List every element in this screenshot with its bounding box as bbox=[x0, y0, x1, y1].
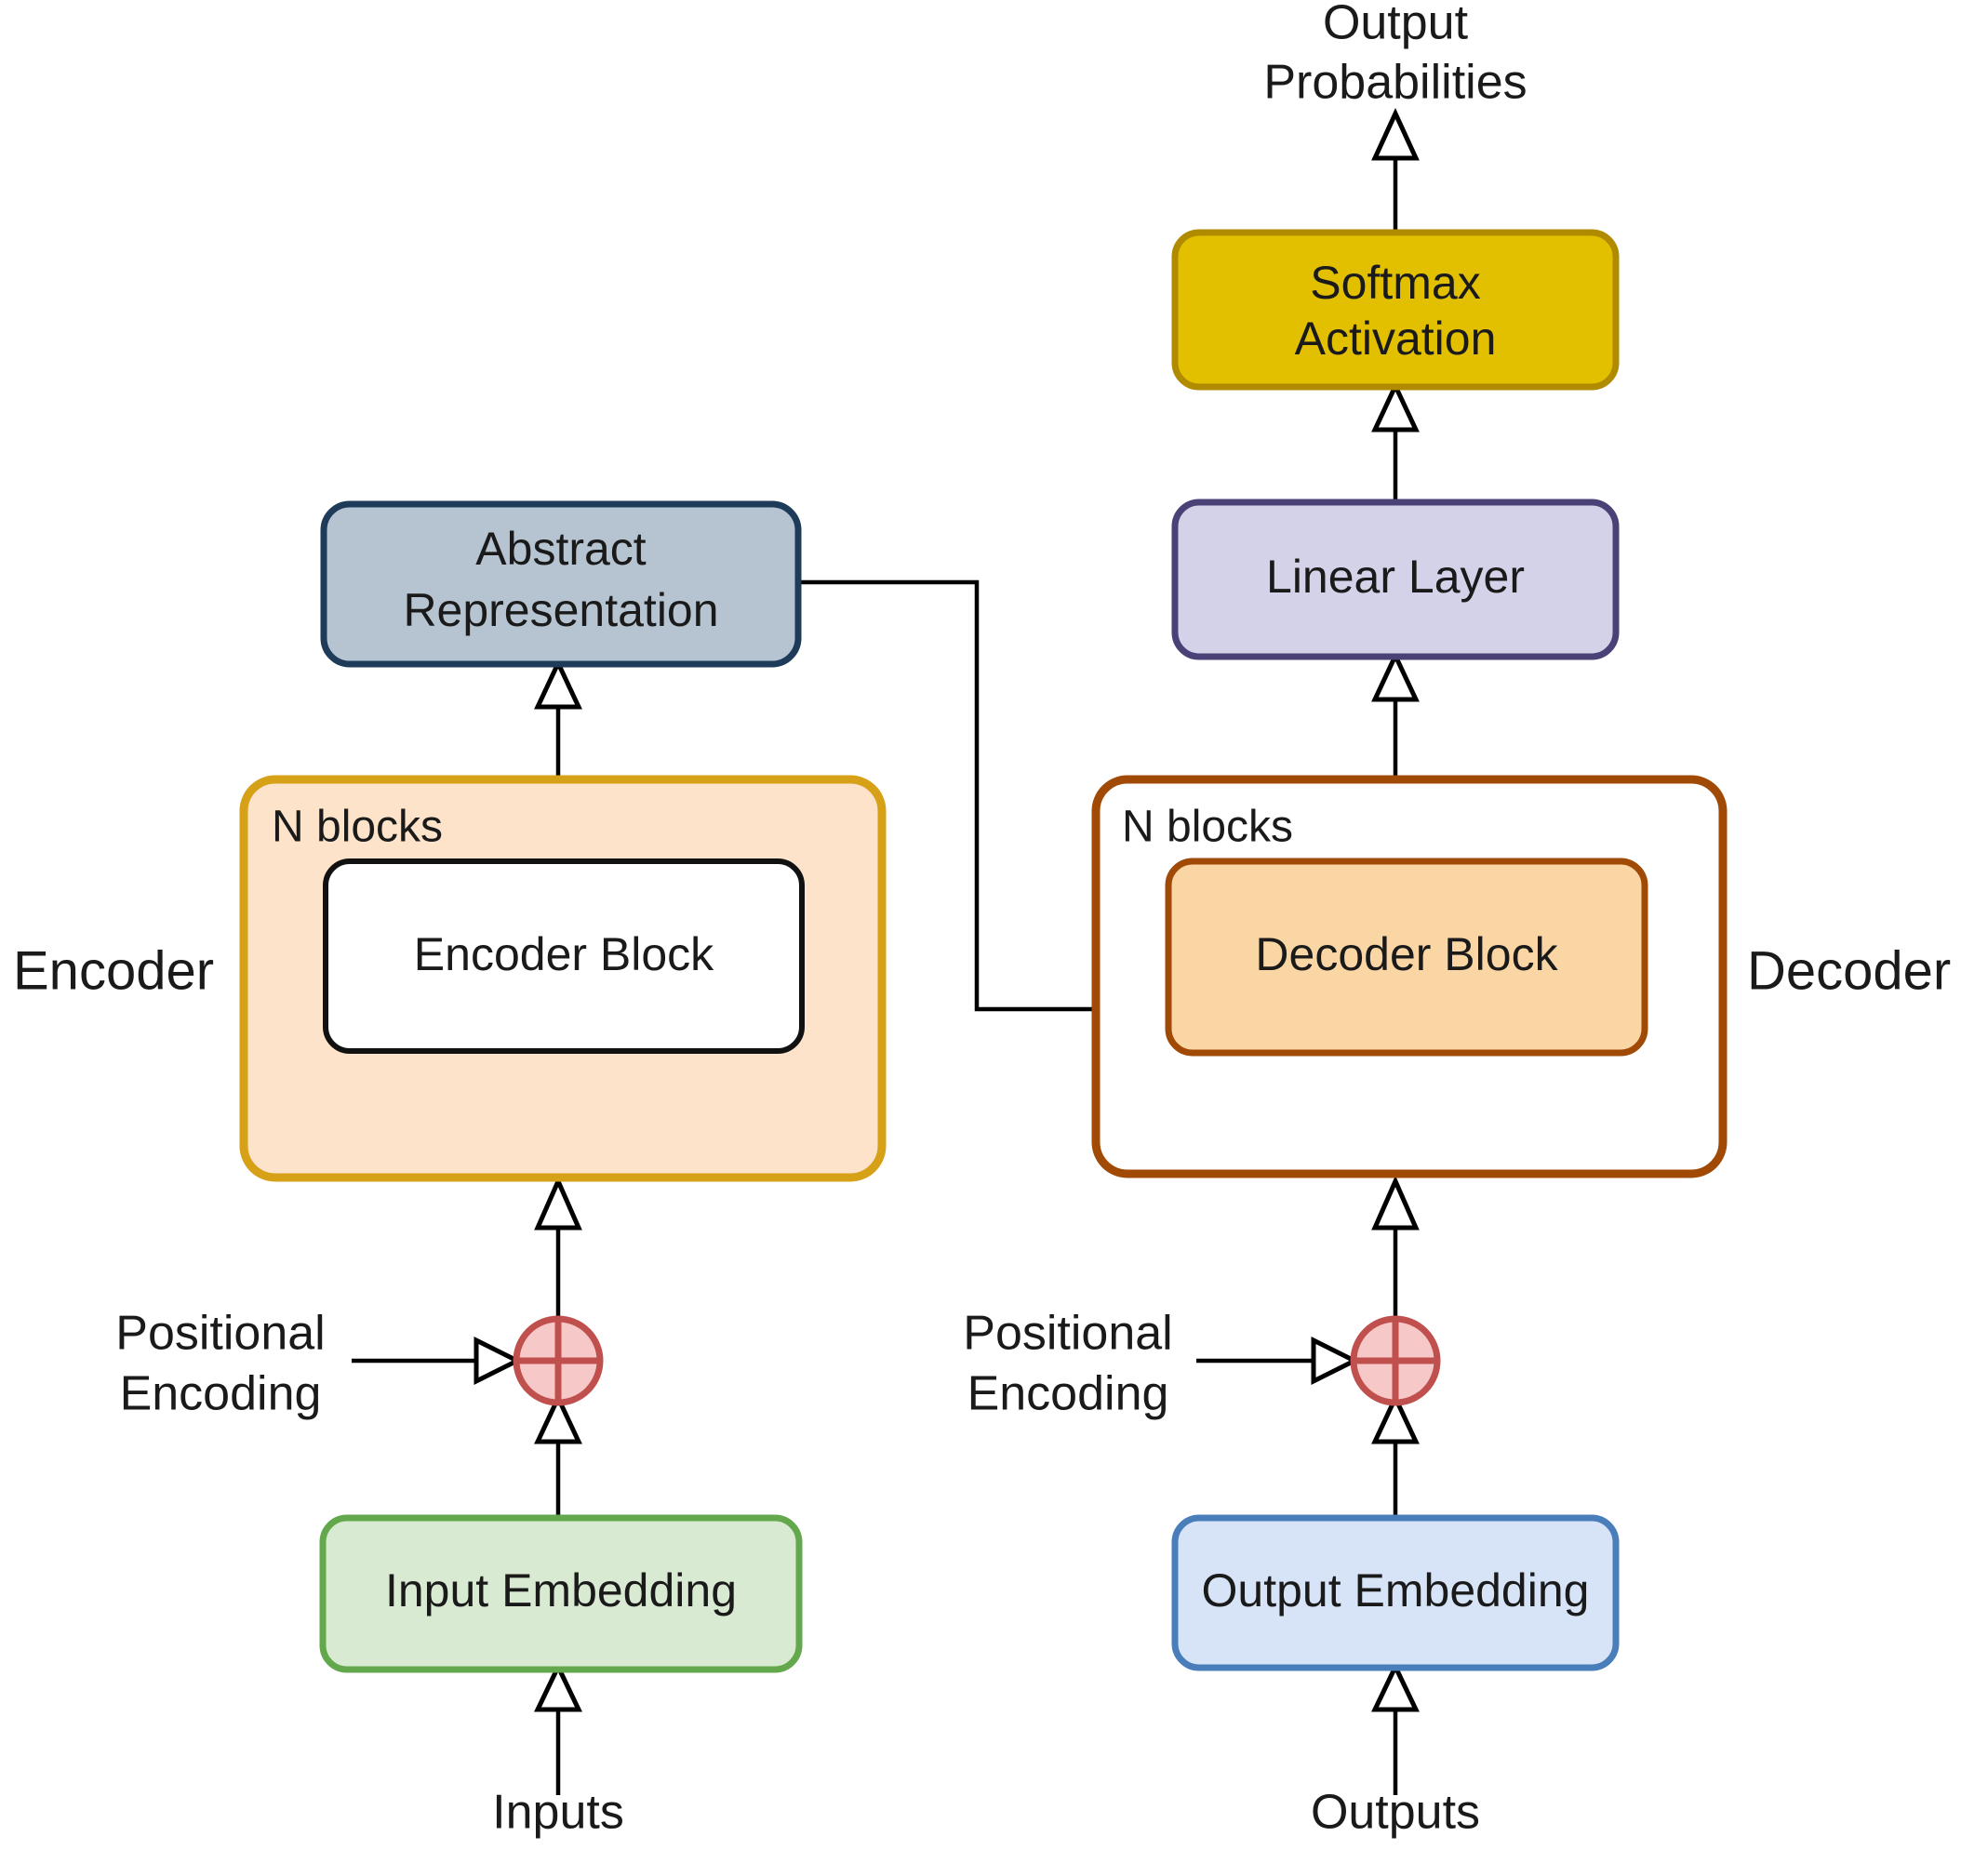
edge-add-left-to-encoder-group bbox=[534, 1175, 582, 1324]
outputs-label: Outputs bbox=[1311, 1786, 1480, 1840]
abstract-representation-label-line1: Abstract bbox=[475, 523, 647, 575]
decoder-group-caption: N blocks bbox=[1122, 803, 1293, 852]
output-embedding-label: Output Embedding bbox=[1202, 1564, 1590, 1617]
edge-positional-encoding-left-to-add-left bbox=[352, 1336, 523, 1386]
edge-add-right-to-decoder-group bbox=[1371, 1175, 1420, 1324]
decoder-block-node[interactable]: Decoder Block bbox=[1165, 858, 1648, 1057]
positional-encoding-left-line2: Encoding bbox=[120, 1367, 322, 1421]
plus-circle-icon-right[interactable] bbox=[1350, 1315, 1441, 1406]
output-probabilities-line1: Output bbox=[1323, 0, 1469, 50]
linear-layer-label: Linear Layer bbox=[1266, 551, 1525, 603]
inputs-label: Inputs bbox=[492, 1786, 624, 1840]
positional-encoding-left-line1: Positional bbox=[115, 1307, 325, 1361]
edge-decoder-group-to-linear-layer bbox=[1371, 650, 1420, 778]
encoder-side-label: Encoder bbox=[13, 940, 214, 1001]
plus-circle-icon-left[interactable] bbox=[513, 1315, 604, 1406]
softmax-label-line1: Softmax bbox=[1310, 257, 1480, 309]
positional-encoding-label-left: Positional Encoding bbox=[115, 1307, 325, 1421]
edge-outputs-to-output-embedding bbox=[1371, 1661, 1420, 1795]
edge-encoder-group-to-abstract-representation bbox=[534, 658, 582, 778]
encoder-block-label: Encoder Block bbox=[414, 928, 714, 980]
softmax-activation-node[interactable]: Softmax Activation bbox=[1171, 229, 1620, 391]
edge-positional-encoding-right-to-add-right bbox=[1196, 1336, 1360, 1386]
encoder-block-node[interactable]: Encoder Block bbox=[323, 858, 805, 1054]
decoder-side-label: Decoder bbox=[1747, 940, 1951, 1001]
edge-inputs-to-input-embedding bbox=[534, 1661, 582, 1795]
positional-encoding-right-line2: Encoding bbox=[967, 1367, 1169, 1421]
abstract-representation-label-line2: Representation bbox=[403, 584, 718, 636]
positional-encoding-right-line1: Positional bbox=[963, 1307, 1172, 1361]
output-embedding-node[interactable]: Output Embedding bbox=[1171, 1514, 1620, 1671]
edge-output-embedding-to-add-right bbox=[1371, 1392, 1420, 1518]
positional-encoding-label-right: Positional Encoding bbox=[963, 1307, 1172, 1421]
abstract-representation-node[interactable]: Abstract Representation bbox=[320, 500, 802, 668]
edge-linear-layer-to-softmax bbox=[1371, 380, 1420, 502]
output-probabilities-label: Output Probabilities bbox=[1263, 0, 1527, 110]
edge-softmax-to-output-probabilities bbox=[1371, 107, 1420, 233]
decoder-block-label: Decoder Block bbox=[1255, 928, 1558, 980]
softmax-label-line2: Activation bbox=[1295, 313, 1497, 365]
output-probabilities-line2: Probabilities bbox=[1263, 56, 1527, 110]
input-embedding-node[interactable]: Input Embedding bbox=[319, 1514, 803, 1673]
encoder-group-caption: N blocks bbox=[272, 803, 443, 852]
edge-input-embedding-to-add-left bbox=[534, 1392, 582, 1518]
input-embedding-label: Input Embedding bbox=[385, 1564, 737, 1617]
linear-layer-node[interactable]: Linear Layer bbox=[1171, 499, 1620, 660]
